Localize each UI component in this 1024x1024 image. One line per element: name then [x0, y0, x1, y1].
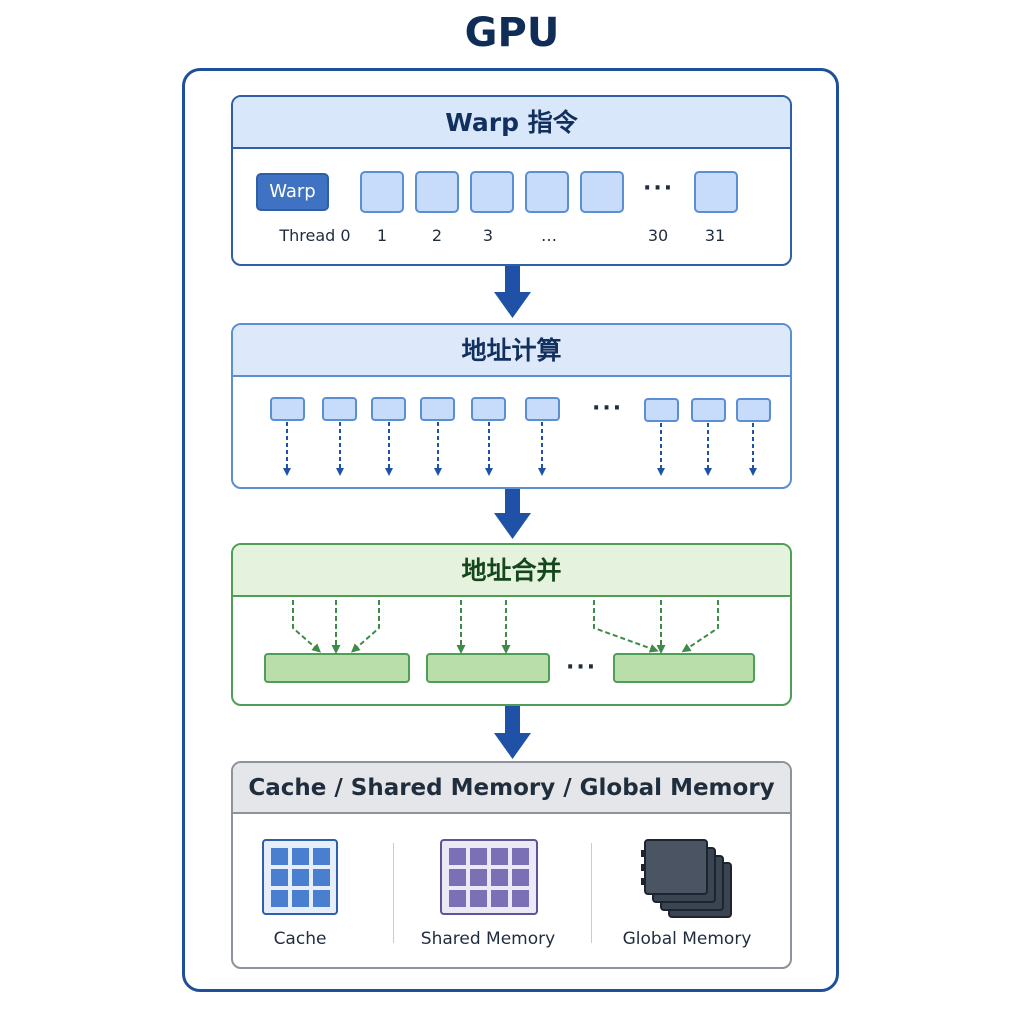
- coalesced-segment: [264, 653, 410, 683]
- address-calculation-header: 地址计算: [233, 325, 790, 377]
- memory-divider: [591, 843, 592, 943]
- memory-item-label: Cache: [273, 929, 327, 949]
- memory-item-label: Global Memory: [622, 929, 752, 949]
- address-box: [525, 397, 560, 421]
- coalesced-segment: [613, 653, 755, 683]
- address-box: [691, 398, 726, 422]
- thread-box: [470, 171, 514, 213]
- address-box: [371, 397, 406, 421]
- cache-grid-icon: [262, 839, 338, 915]
- warp-badge: Warp: [256, 173, 329, 211]
- thread-box: [525, 171, 569, 213]
- thread-label: 3: [482, 226, 494, 245]
- address-dashed-arrows: [283, 422, 757, 476]
- address-box: [270, 397, 305, 421]
- flow-arrow: [494, 489, 531, 539]
- memory-divider: [393, 843, 394, 943]
- thread-box: [694, 171, 738, 213]
- thread-box: [360, 171, 404, 213]
- thread-label: 2: [431, 226, 443, 245]
- warp-instruction-header: Warp 指令: [233, 97, 790, 149]
- thread-ellipsis: ···: [643, 176, 675, 201]
- address-box: [471, 397, 506, 421]
- address-box: [420, 397, 455, 421]
- coalesced-segment: [426, 653, 550, 683]
- thread-label: …: [541, 226, 557, 245]
- address-coalescing-header: 地址合并: [233, 545, 790, 597]
- memory-header: Cache / Shared Memory / Global Memory: [233, 763, 790, 814]
- thread-box: [415, 171, 459, 213]
- address-box: [322, 397, 357, 421]
- thread-label: Thread 0: [279, 226, 351, 245]
- diagram-title: GPU: [464, 10, 560, 56]
- address-box: [644, 398, 679, 422]
- address-box: [736, 398, 771, 422]
- shared-memory-grid-icon: [440, 839, 538, 915]
- flow-arrow: [494, 706, 531, 759]
- thread-box: [580, 171, 624, 213]
- flow-arrow: [494, 266, 531, 318]
- address-ellipsis: ···: [592, 396, 624, 421]
- thread-label: 30: [647, 226, 669, 245]
- segment-ellipsis: ···: [566, 655, 598, 680]
- memory-item-label: Shared Memory: [420, 929, 556, 949]
- global-memory-chip-stack-icon: [641, 839, 732, 918]
- coalescing-dashed-arrows: [292, 600, 719, 654]
- thread-label: 1: [376, 226, 388, 245]
- thread-label: 31: [704, 226, 726, 245]
